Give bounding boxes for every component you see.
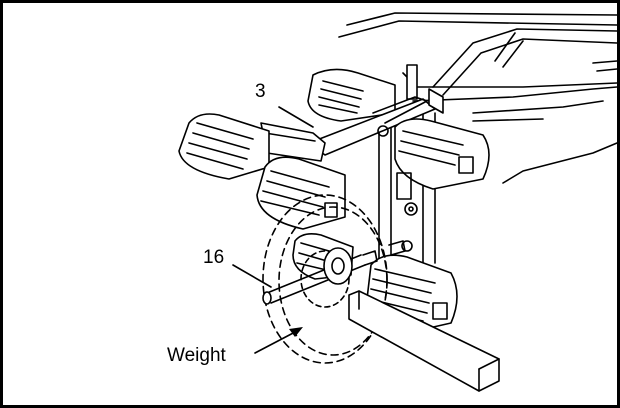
callout-part-16: 16: [203, 247, 224, 268]
seat-plate: [402, 72, 617, 184]
seat-pad: [338, 12, 617, 96]
post-bolt: [396, 172, 418, 216]
center-front-roller-pad: [256, 156, 346, 230]
left-front-roller-pad: [178, 113, 270, 180]
callout-weight: Weight: [167, 345, 227, 366]
right-upper-roller-pad: [394, 118, 490, 190]
bench-leg-developer-illustration: 3 16 Weight: [167, 12, 617, 392]
upper-rear-roller-pad: [307, 68, 396, 122]
weight-shaft: [262, 240, 413, 305]
base-frame-tube: [348, 290, 500, 392]
leader-line-16: [232, 264, 272, 288]
tube-collar: [260, 122, 326, 162]
weight-arrowhead-icon: [289, 327, 303, 337]
callout-part-3: 3: [255, 81, 266, 102]
leader-line-3: [278, 106, 314, 128]
leader-line-weight: [254, 330, 298, 354]
